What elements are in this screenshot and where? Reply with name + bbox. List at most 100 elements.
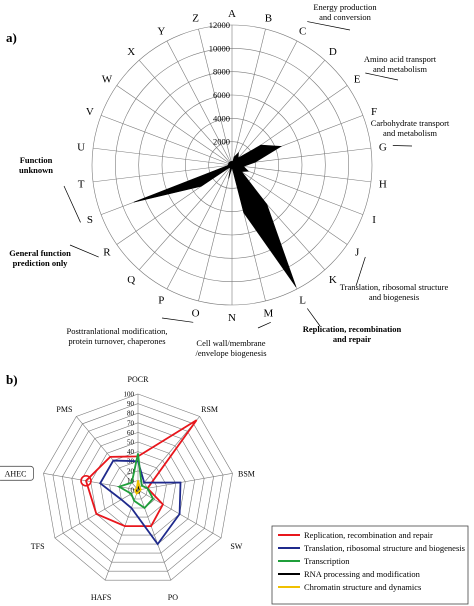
category-label: G: [379, 142, 387, 154]
category-label: O: [192, 308, 200, 320]
legend-label: Chromatin structure and dynamics: [304, 582, 421, 592]
spoke: [231, 164, 348, 245]
annotation-text: Posttranlational modification,: [66, 326, 167, 336]
category-label: P: [158, 295, 164, 307]
annotation-leader: [69, 244, 99, 258]
grid-ring: [80, 432, 196, 545]
grid-ring: [52, 403, 224, 572]
annotation-leader: [355, 256, 366, 287]
category-label: Z: [192, 12, 199, 24]
category-label: HAFS: [91, 593, 111, 602]
annotation-text: unknown: [19, 165, 53, 175]
category-label: SW: [230, 542, 242, 551]
radar-chart-b: POCRRSMBSMSWPOHAFSTFSAHECPMS010203040506…: [0, 375, 255, 602]
highlight-marker: [80, 475, 92, 487]
annotation-text: and conversion: [319, 12, 371, 22]
spoke: [138, 60, 233, 166]
legend-label: RNA processing and modification: [304, 569, 421, 579]
spoke: [166, 164, 233, 290]
data-center: [228, 161, 236, 169]
spoke: [137, 473, 233, 491]
tick-label: 12000: [209, 20, 230, 30]
spoke: [198, 28, 233, 166]
tick-label: 20: [127, 467, 135, 475]
category-label: K: [329, 274, 337, 286]
tick-label: 8000: [213, 67, 230, 77]
category-label: L: [299, 295, 306, 307]
annotation-text: Energy production: [313, 2, 377, 12]
annotation-leader: [365, 72, 399, 81]
annotation-text: protein turnover, chaperones: [68, 336, 165, 346]
tick-label: 0: [131, 487, 135, 495]
annotation-text: Translation, ribosomal structure: [340, 282, 449, 292]
annotation-leader: [161, 317, 194, 323]
spoke: [104, 489, 139, 581]
annotation-text: and metabolism: [383, 128, 437, 138]
spoke: [92, 164, 233, 183]
grid-ring: [43, 393, 233, 581]
panel-a-label: a): [6, 30, 17, 45]
spoke: [231, 164, 364, 215]
series-line: [84, 419, 198, 527]
tick-label: 10: [127, 477, 135, 485]
annotation-text: General function: [9, 248, 71, 258]
annotation-text: Cell wall/membrane: [196, 338, 265, 348]
annotation-text: Amino acid transport: [364, 54, 437, 64]
category-label: C: [299, 25, 306, 37]
annotation-text: and metabolism: [373, 64, 427, 74]
legend-label: Replication, recombination and repair: [304, 530, 433, 540]
category-label: A: [228, 8, 236, 20]
highlight-box: [0, 465, 34, 481]
category-label: T: [78, 178, 85, 190]
annotation-leader: [307, 308, 321, 327]
annotation-leader: [257, 321, 271, 329]
category-label: S: [87, 214, 93, 226]
panel-b-label: b): [6, 372, 18, 387]
category-label: TFS: [31, 542, 45, 551]
spoke: [76, 416, 139, 491]
legend-box: [271, 525, 469, 605]
grid-ring: [71, 422, 205, 554]
category-label: F: [371, 106, 377, 118]
annotation-text: /envelope biogenesis: [195, 348, 266, 358]
annotation-text: and biogenesis: [369, 292, 419, 302]
category-label: E: [354, 74, 361, 86]
series-line: [99, 459, 182, 546]
annotation-leader: [392, 145, 413, 147]
category-label: X: [127, 46, 135, 58]
tick-label: 60: [127, 429, 135, 437]
grid-ring: [128, 480, 148, 500]
category-label: PO: [168, 593, 178, 602]
category-label: J: [355, 246, 360, 258]
category-label: W: [102, 74, 113, 86]
spoke: [138, 164, 233, 270]
tick-label: 100: [124, 391, 135, 399]
category-label: V: [86, 106, 94, 118]
category-label: BSM: [238, 469, 255, 478]
category-label: M: [263, 308, 273, 320]
spoke: [231, 164, 372, 183]
tick-label: 40: [127, 448, 135, 456]
spoke: [100, 115, 233, 166]
legend-label: Transcription: [304, 556, 350, 566]
tick-label: 70: [127, 419, 135, 427]
spoke: [231, 40, 298, 166]
grid-ring: [62, 412, 214, 563]
category-label: RSM: [201, 405, 218, 414]
spoke: [198, 164, 233, 302]
category-label: N: [228, 312, 236, 324]
legend: Replication, recombination and repairTra…: [271, 525, 469, 605]
spoke: [116, 85, 233, 166]
tick-label: 6000: [213, 90, 230, 100]
annotation-leader: [63, 185, 81, 223]
tick-label: 80: [127, 410, 135, 418]
category-label: H: [379, 178, 387, 190]
legend-label: Translation, ribosomal structure and bio…: [304, 543, 465, 553]
annotation-leader: [307, 21, 351, 31]
tick-label: 4000: [213, 113, 230, 123]
category-label: R: [103, 246, 111, 258]
spoke: [137, 489, 172, 581]
category-label: AHEC: [5, 469, 27, 478]
